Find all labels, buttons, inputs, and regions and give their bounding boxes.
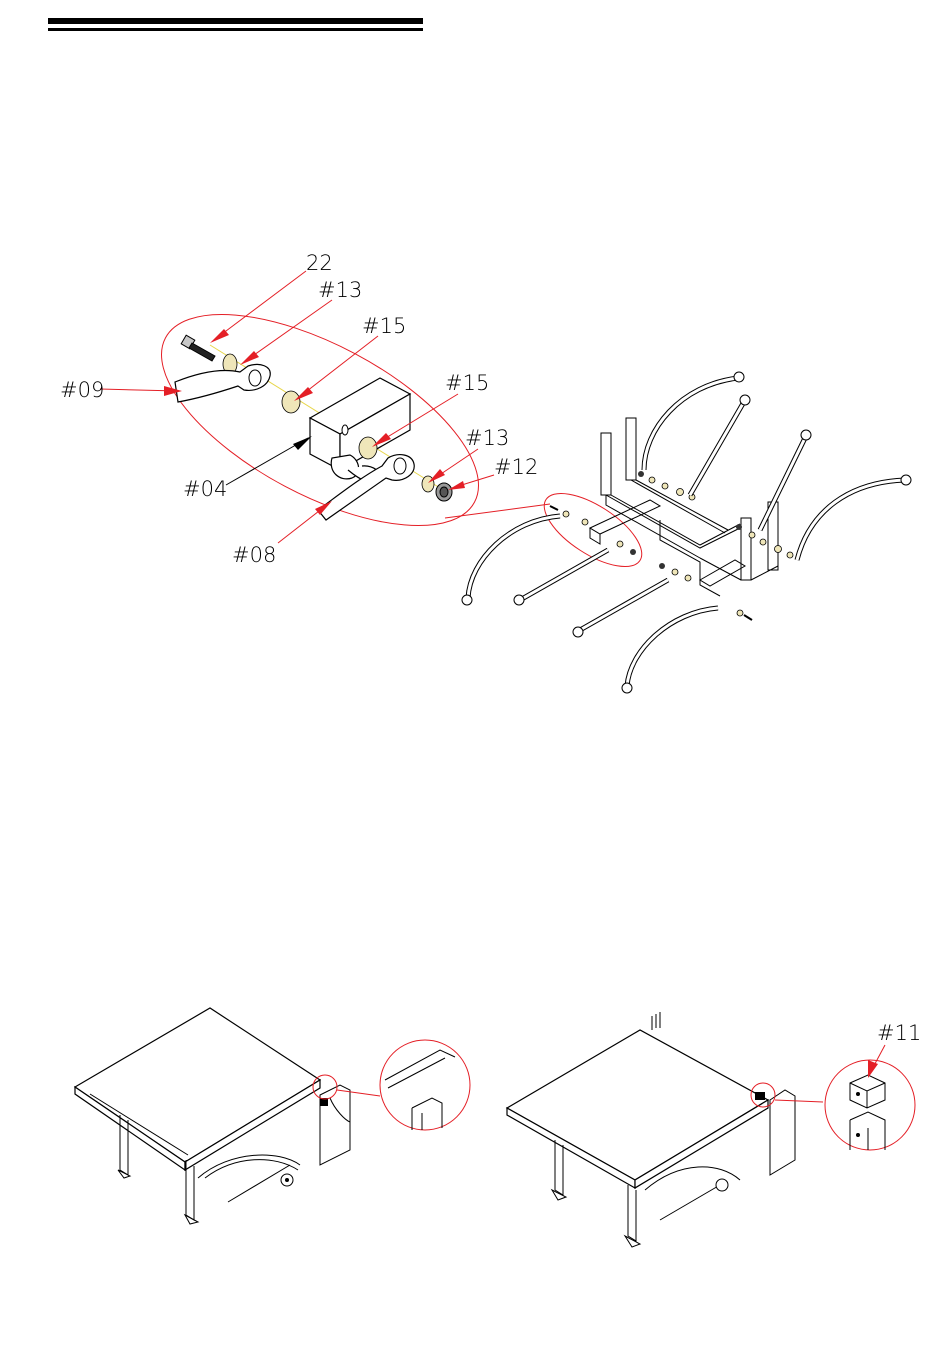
svg-text:#12: #12 — [494, 455, 538, 479]
callout-08: #08 — [232, 501, 332, 567]
callout-09: #09 — [60, 378, 182, 402]
callout-13-top: #13 — [240, 278, 362, 365]
svg-text:#09: #09 — [60, 378, 104, 402]
svg-text:#11: #11 — [877, 1021, 921, 1045]
frame-overview — [462, 372, 911, 693]
table-view-right: #11 — [507, 1012, 921, 1247]
nut-part — [436, 483, 452, 501]
svg-text:#13: #13 — [465, 426, 509, 450]
bolt-part — [181, 335, 215, 361]
svg-text:#04: #04 — [183, 477, 227, 501]
callout-22: 22 — [210, 251, 333, 343]
svg-text:#08: #08 — [232, 543, 276, 567]
callout-04: #04 — [183, 436, 312, 501]
svg-text:#15: #15 — [445, 371, 489, 395]
svg-text:#13: #13 — [318, 278, 362, 302]
overview-struts — [462, 372, 911, 693]
detail-exploded-view: 22 #13 #15 #09 #15 #04 — [60, 251, 550, 568]
spacer-part-top — [282, 391, 300, 413]
svg-text:22: 22 — [306, 251, 333, 275]
left-strut-part — [175, 364, 270, 402]
spacer-part-bottom — [359, 437, 377, 459]
overview-hardware — [550, 471, 793, 620]
table-view-left — [75, 1008, 470, 1224]
svg-text:#15: #15 — [362, 314, 406, 338]
callout-11: #11 — [868, 1021, 921, 1078]
detail-connector-line — [445, 504, 550, 518]
